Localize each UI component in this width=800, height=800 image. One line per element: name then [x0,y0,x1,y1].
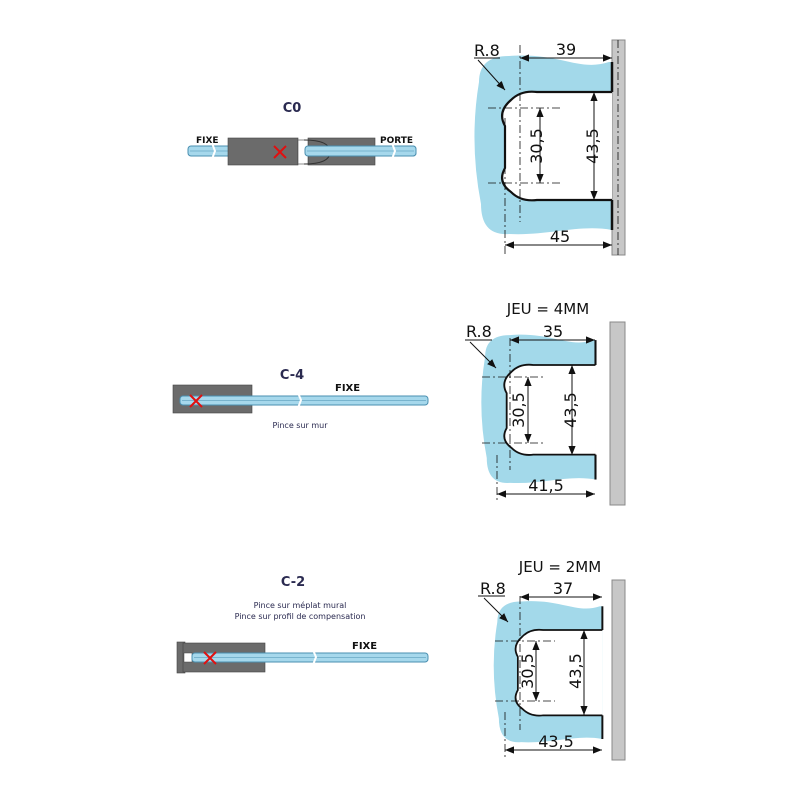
fixed-label: FIXE [196,136,219,146]
top-dimension: 37 [553,579,573,598]
outer-dimension: 43,5 [561,392,580,428]
bottom-dimension: 41,5 [528,476,564,495]
section-title: C-4 [280,368,304,383]
gap-label: JEU = 2MM [518,558,601,576]
outer-dimension: 43,5 [566,653,585,689]
caption-line-2: Pince sur profil de compensation [235,612,366,621]
break-mark [297,392,303,409]
gap-label: JEU = 4MM [506,300,589,318]
inner-dimension: 30,5 [527,128,546,164]
section-c4: C-4 FIXE Pince sur mur [172,368,429,430]
wall [611,39,626,256]
section-title: C-2 [281,575,305,590]
break-mark [312,649,318,666]
inner-dimension: 30,5 [518,653,537,689]
break-mark [391,142,397,160]
caption: Pince sur mur [272,421,328,430]
caption-line-1: Pince sur méplat mural [254,600,347,610]
fixed-label: FIXE [352,641,377,652]
fixing-point-x-icon [189,394,203,408]
radius-label: R.8 [480,579,506,598]
section-c0: C0 FIXE PORTE [187,101,417,166]
wall [611,579,626,761]
inner-dimension: 30,5 [509,392,528,428]
top-dimension: 35 [543,322,563,341]
profile-c2: JEU = 2MM R.8 37 43,5 30,5 43,5 [478,558,626,761]
break-mark [211,142,217,160]
profile-c4: JEU = 4MM R.8 35 41,5 30,5 43,5 [465,300,626,506]
radius-label: R.8 [466,322,492,341]
bottom-dimension: 43,5 [538,732,574,751]
radius-label: R.8 [474,41,500,60]
top-dimension: 39 [556,40,576,59]
profile-c0: R.8 39 45 30,5 43,5 [473,39,626,256]
outer-dimension: 43,5 [583,128,602,164]
fixing-point-x-icon [203,651,217,665]
wall [609,321,626,506]
door-label: PORTE [380,136,413,146]
bottom-dimension: 45 [550,227,570,246]
fixing-point-x-icon [273,145,287,159]
fixed-clamp-block [227,137,299,166]
section-title: C0 [283,101,302,116]
spacer [183,652,193,663]
section-c2: C-2 Pince sur méplat mural Pince sur pro… [176,575,429,674]
fixed-label: FIXE [335,383,360,394]
